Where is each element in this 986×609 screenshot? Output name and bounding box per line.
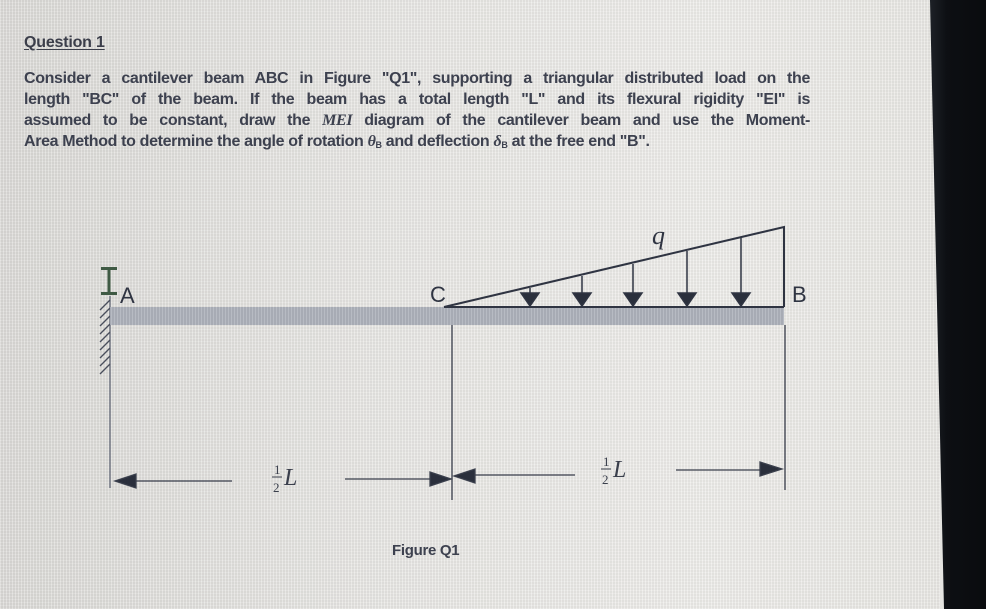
question-line-3b: diagram of the cantilever beam and use t… — [364, 112, 810, 129]
question-line-2: length "BC" of the beam. If the beam has… — [24, 91, 810, 108]
fixed-support-icon — [99, 267, 117, 488]
svg-text:2: 2 — [273, 480, 280, 495]
dimension-cb — [451, 461, 785, 484]
dimension-ac — [112, 471, 454, 489]
dimension-cb-label: 1 2 L — [601, 454, 626, 487]
dimension-ac-label: 1 2 L — [272, 462, 297, 495]
question-line-4c: at the free end "B". — [507, 133, 650, 150]
question-title: Question 1 — [24, 34, 105, 51]
label-a: A — [120, 283, 135, 308]
mei-symbol: MEI — [322, 112, 353, 129]
question-line-4b: and deflection — [381, 133, 494, 150]
question-line-4: Area Method to determine the angle of ro… — [24, 131, 824, 156]
svg-text:1: 1 — [274, 462, 281, 477]
label-c: C — [430, 282, 446, 307]
document-page: Question 1 Consider a cantilever beam AB… — [0, 0, 940, 609]
load-arrows — [519, 238, 752, 308]
delta-symbol: δ — [493, 133, 502, 150]
svg-text:1: 1 — [603, 454, 610, 469]
figure-caption: Figure Q1 — [392, 542, 460, 559]
question-line-3a: assumed to be constant, draw the — [24, 112, 323, 129]
triangular-load — [443, 225, 785, 308]
label-b: B — [792, 282, 807, 307]
svg-text:L: L — [283, 465, 297, 491]
question-text: Consider a cantilever beam ABC in Figure… — [24, 68, 824, 156]
theta-subscript: B — [375, 140, 383, 150]
question-line-1: Consider a cantilever beam ABC in Figure… — [24, 70, 810, 87]
beam — [110, 307, 784, 325]
beam-figure: A C B q 1 2 L 1 2 L — [99, 221, 807, 500]
svg-text:2: 2 — [602, 472, 609, 487]
question-line-3: assumed to be constant, draw the MEI dia… — [24, 110, 810, 131]
theta-symbol: θ — [367, 133, 376, 150]
delta-subscript: B — [501, 140, 508, 150]
question-line-4a: Area Method to determine the angle of ro… — [24, 133, 368, 150]
svg-text:L: L — [612, 457, 626, 483]
label-q: q — [652, 221, 665, 250]
